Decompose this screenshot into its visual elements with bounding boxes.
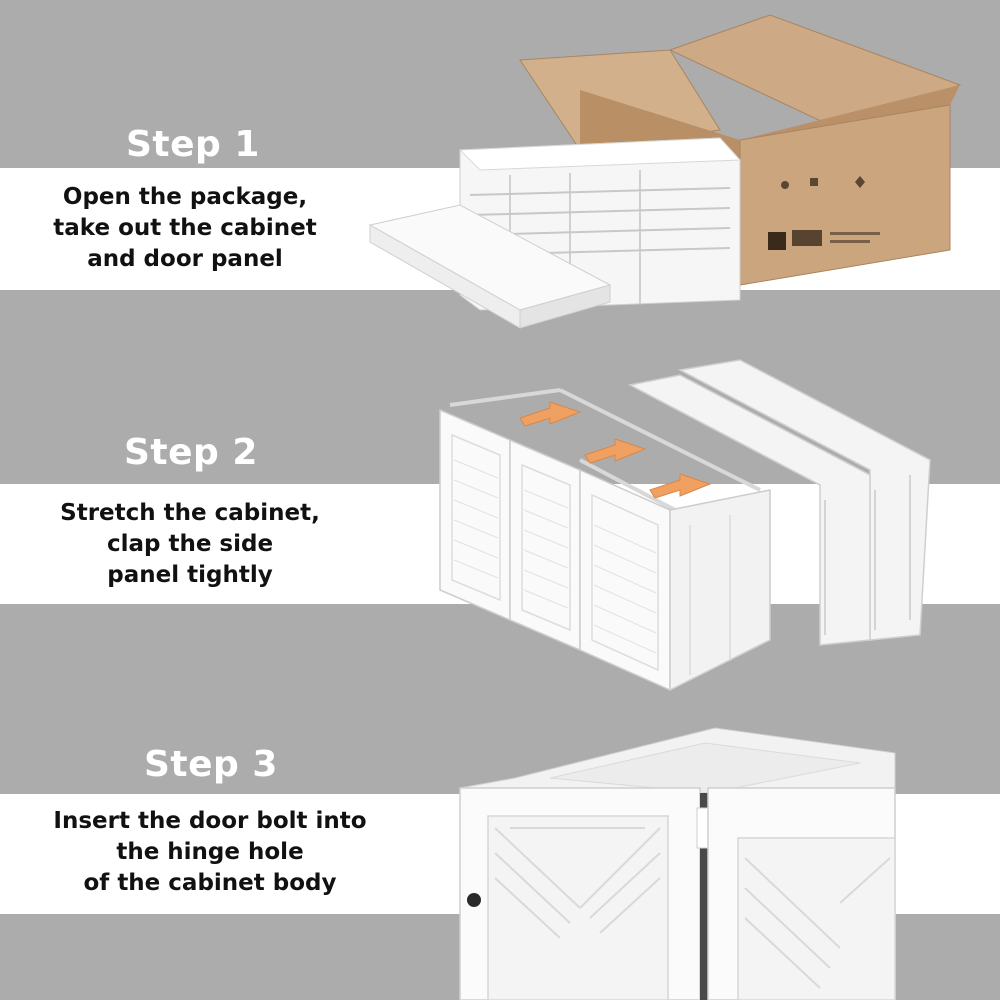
- step2-cabinet-illustration: [439, 359, 931, 692]
- door-bolt-icon: [467, 893, 481, 907]
- step1-description: Open the package, take out the cabinet a…: [20, 182, 350, 275]
- step2-line-1: Stretch the cabinet,: [60, 500, 320, 526]
- step3-door-illustration: [459, 727, 896, 1000]
- step2-description: Stretch the cabinet, clap the side panel…: [20, 498, 360, 591]
- step2-line-2: clap the side: [106, 531, 274, 557]
- step3-title: Step 3: [144, 744, 278, 785]
- step1-box-illustration: [368, 14, 962, 329]
- arrow-icon: [584, 438, 647, 464]
- step2-line-3: panel tightly: [107, 562, 273, 588]
- step3-description: Insert the door bolt into the hinge hole…: [20, 806, 400, 899]
- step1-line-3: and door panel: [87, 246, 283, 272]
- step3-line-3: of the cabinet body: [83, 870, 337, 896]
- step1-line-2: take out the cabinet: [53, 215, 317, 241]
- step3-line-2: the hinge hole: [116, 839, 304, 865]
- step1-line-1: Open the package,: [62, 184, 308, 210]
- arrow-icon: [649, 473, 712, 499]
- step2-title: Step 2: [124, 432, 258, 473]
- step1-title: Step 1: [126, 124, 260, 165]
- step3-line-1: Insert the door bolt into: [53, 808, 367, 834]
- arrow-icon: [519, 401, 582, 427]
